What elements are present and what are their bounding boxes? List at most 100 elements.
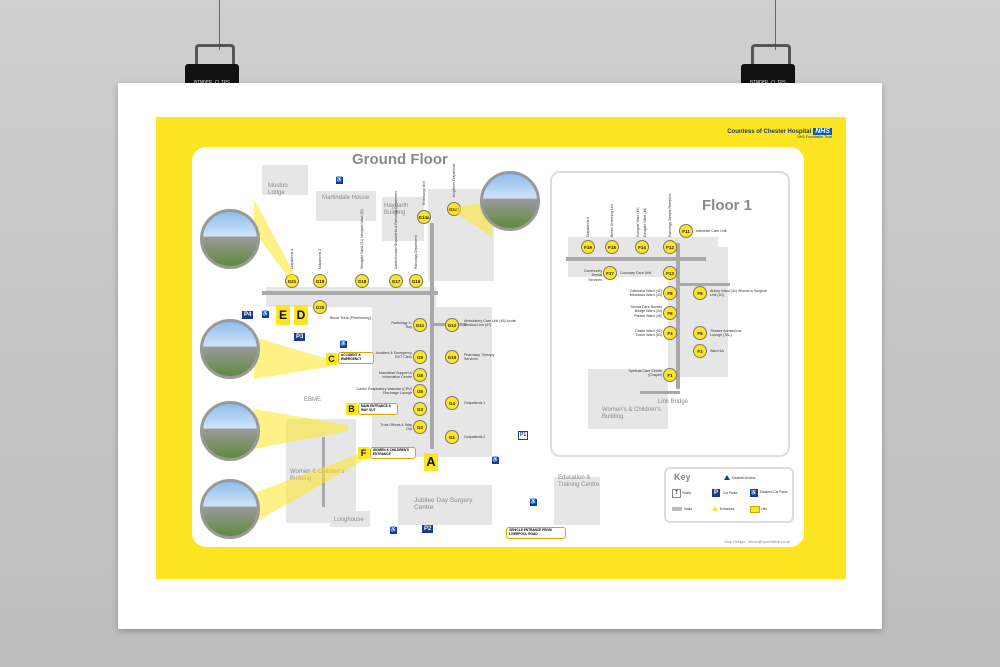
node-f14[interactable]: F14 (635, 240, 649, 254)
key-toilets: Toilets (682, 491, 692, 495)
jubilee-label: Jubilee Day Surgery Centre (414, 497, 473, 511)
moston-lodge-label: Moston Lodge (268, 183, 288, 196)
key-title: Key (674, 472, 691, 482)
node-g3[interactable]: G3 (413, 402, 427, 416)
entrance-a[interactable]: A (424, 453, 438, 471)
disabled-access-icon: ♿ (336, 177, 343, 184)
key-car-park-icon: P (712, 489, 720, 497)
node-f13[interactable]: F13 (663, 266, 677, 280)
key-car-parks: Car Parks (723, 491, 738, 495)
disabled-access-icon: ♿ (340, 341, 347, 348)
floor1-panel (550, 171, 790, 457)
longhouse-building (330, 511, 370, 527)
node-f11[interactable]: F11 (679, 224, 693, 238)
label-spiritual-care: Spiritual Care Centre (Chapel) (628, 369, 662, 378)
label-macmillan: Macmillan Support & Information Centre (378, 371, 412, 380)
label-outpatients6: Outpatients 6 (586, 216, 590, 237)
disabled-access-icon: ♿ (530, 499, 537, 506)
entrance-d[interactable]: D (294, 305, 308, 325)
label-ambulatory: Ambulatory Care Unit (46) Acute Medical … (464, 319, 516, 328)
key-entrances: Entrances (720, 507, 735, 511)
node-g4[interactable]: G4 (445, 396, 459, 410)
beam-g21 (254, 199, 296, 277)
car-park-p1: P1 (518, 431, 529, 440)
disabled-parking-icon: ♿ (262, 311, 269, 318)
key-toilet-icon: T (672, 489, 681, 498)
education-building (554, 477, 600, 525)
label-community-dental: Community Dental Services (583, 269, 602, 282)
map-design-credit: Map Design - lemon@opcreative.co.uk (724, 540, 790, 544)
education-label: Education & Training Centre (558, 475, 600, 488)
entrance-b[interactable]: B (346, 403, 357, 415)
label-cardio-respiratory: Cardio Respiratory Vascular (CRV) Discha… (356, 387, 412, 396)
label-theatre-admissions: Theatre Admissions Lounge (TAL) (710, 329, 742, 338)
node-g20[interactable]: G20 (313, 300, 327, 314)
photo-kingfisher-building (480, 171, 540, 231)
node-g17[interactable]: G17 (389, 274, 403, 288)
martindale-label: Martindale House (322, 195, 370, 201)
label-stoma-bridge-palace: Stoma Care Nurses Bridge Ward (44) Palac… (630, 305, 662, 318)
martindale-building (316, 191, 376, 221)
node-g10[interactable]: G10 (445, 350, 459, 364)
node-f12[interactable]: F12 (663, 240, 677, 254)
label-pathology-reception: Pathology Sample Reception (668, 193, 672, 237)
node-g9[interactable]: G9 (413, 350, 427, 364)
trust-name: NHS Foundation Trust (797, 135, 832, 139)
ground-floor-title: Ground Floor (352, 151, 448, 168)
car-park-p2: P2 (422, 525, 434, 533)
node-g1[interactable]: G1 (445, 430, 459, 444)
node-f8[interactable]: F8 (663, 286, 677, 300)
node-f4[interactable]: F4 (663, 326, 677, 340)
photo-beams (254, 199, 492, 523)
car-park-p3: P3 (294, 333, 306, 341)
node-f6[interactable]: F6 (663, 306, 677, 320)
f1-corridor-vertical (676, 243, 680, 389)
f1-corridor-east (676, 283, 730, 286)
node-f3[interactable]: F3 (693, 344, 707, 358)
f1-corridor-horizontal (566, 257, 706, 261)
entrance-e[interactable]: E (276, 305, 290, 325)
key-disabled-parking-icon: ♿ (750, 489, 758, 497)
node-g5[interactable]: G5 (413, 384, 427, 398)
entrance-c-label: ACCIDENT & EMERGENCY (338, 352, 374, 364)
entrance-b-label: MAIN ENTRANCE & WAY OUT (358, 403, 398, 415)
node-f18[interactable]: F18 (605, 240, 619, 254)
node-f9[interactable]: F9 (693, 286, 707, 300)
ebme-label: EBME (304, 397, 322, 403)
photo-womens-entrance (200, 479, 260, 539)
label-coronary: Coronary Care Unit (620, 271, 651, 275)
hanging-wire-left (219, 0, 220, 50)
photo-ae-entrance (200, 319, 260, 379)
node-g11[interactable]: G11 (413, 318, 427, 332)
f1-womens-label: Women's & Children's Building (602, 407, 661, 420)
haygarth-label: Haygarth Building (384, 203, 409, 216)
floor1-title: Floor 1 (702, 197, 753, 214)
map-key: Key Disabled Access T Toilets P Car Park… (664, 467, 794, 523)
node-f5[interactable]: F5 (693, 326, 707, 340)
beam-womens (254, 453, 362, 523)
entrance-f[interactable]: F (358, 447, 369, 459)
key-disabled-access: Disabled Access (732, 476, 756, 480)
label-eastgate: Eastgate Ward (48) (643, 207, 647, 237)
node-g16[interactable]: G16 (409, 274, 423, 288)
beam-main (254, 409, 348, 449)
entrance-c[interactable]: C (326, 353, 337, 365)
node-f1[interactable]: F1 (663, 368, 677, 382)
node-g14a[interactable]: G14a (417, 210, 431, 224)
node-g19[interactable]: G19 (313, 274, 327, 288)
node-g12[interactable]: G12 (445, 318, 459, 332)
node-f19[interactable]: F19 (581, 240, 595, 254)
key-lift-icon (750, 506, 760, 513)
node-g8[interactable]: G8 (413, 368, 427, 382)
label-radiology: Radiology X-Ray (391, 321, 412, 330)
label-trust-offices: Trust Offices & Way Out (380, 423, 412, 432)
key-disabled-car-parks: Disabled Car Parks (760, 490, 788, 494)
main-corridor-vertical (430, 223, 434, 449)
node-g18[interactable]: G18 (355, 274, 369, 288)
node-g2[interactable]: G2 (413, 420, 427, 434)
nhs-logo: NHS (813, 128, 832, 135)
node-f17[interactable]: F17 (603, 266, 617, 280)
